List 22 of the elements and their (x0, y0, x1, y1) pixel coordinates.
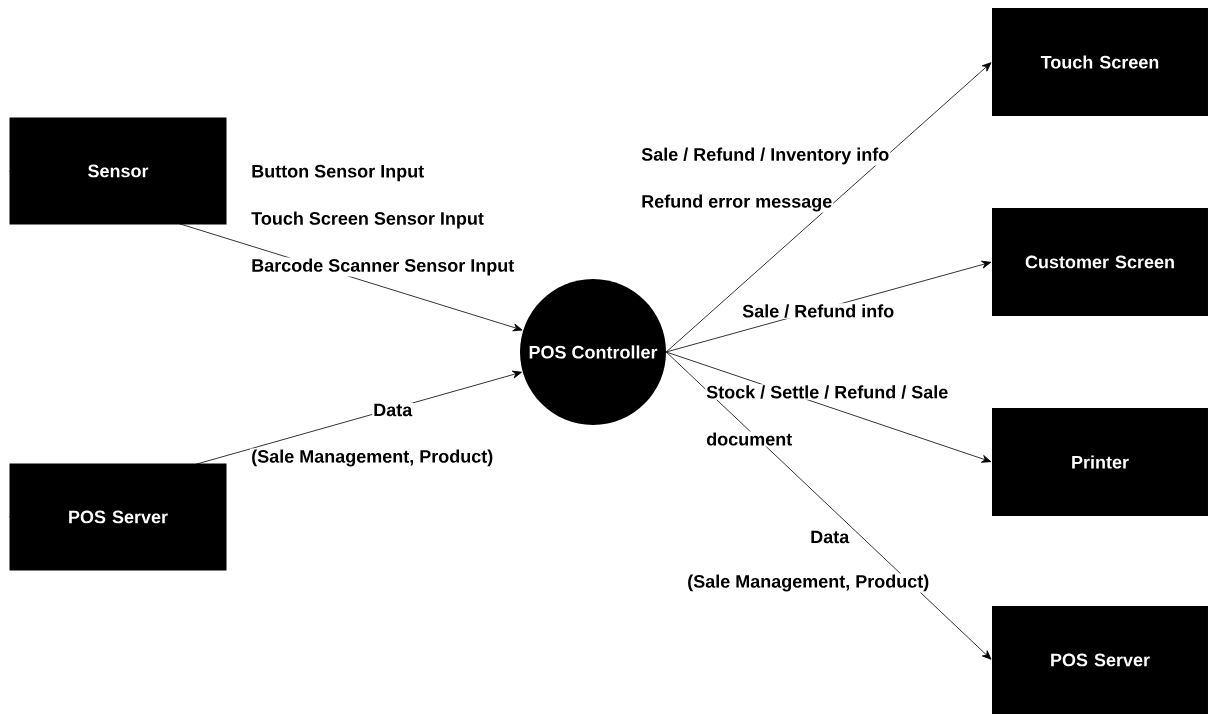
process-box: Printer (992, 408, 1208, 516)
flow-label: (Sale Management, Product) (686, 573, 931, 593)
arrow (8, 370, 522, 518)
process-box: Touch Screen (992, 8, 1208, 116)
flow-label: Stock / Settle / Refund / Sale (705, 384, 950, 400)
flow-label: Refund error message (640, 193, 834, 213)
flow-label: (Sale Management, Product) (250, 448, 495, 468)
flow-label: Barcode Scanner Sensor Input (250, 257, 516, 277)
flow-label: document (705, 431, 794, 447)
arrow (8, 170, 523, 332)
flow-label: Touch Screen Sensor Input (250, 210, 485, 230)
process-box: POS Server (992, 606, 1208, 714)
process-box: POS Server (9, 463, 227, 571)
process-box: Sensor (9, 117, 227, 225)
arrow (665, 62, 992, 353)
flow-label: Sale / Refund info (741, 303, 896, 319)
process-box: Customer Screen (992, 208, 1208, 316)
flow-label: Sale / Refund / Inventory info (640, 146, 891, 166)
flow-label: Button Sensor Input (250, 163, 426, 183)
flow-label: Data (809, 529, 851, 545)
arrow (665, 351, 992, 660)
flow-label: Data (372, 402, 414, 418)
